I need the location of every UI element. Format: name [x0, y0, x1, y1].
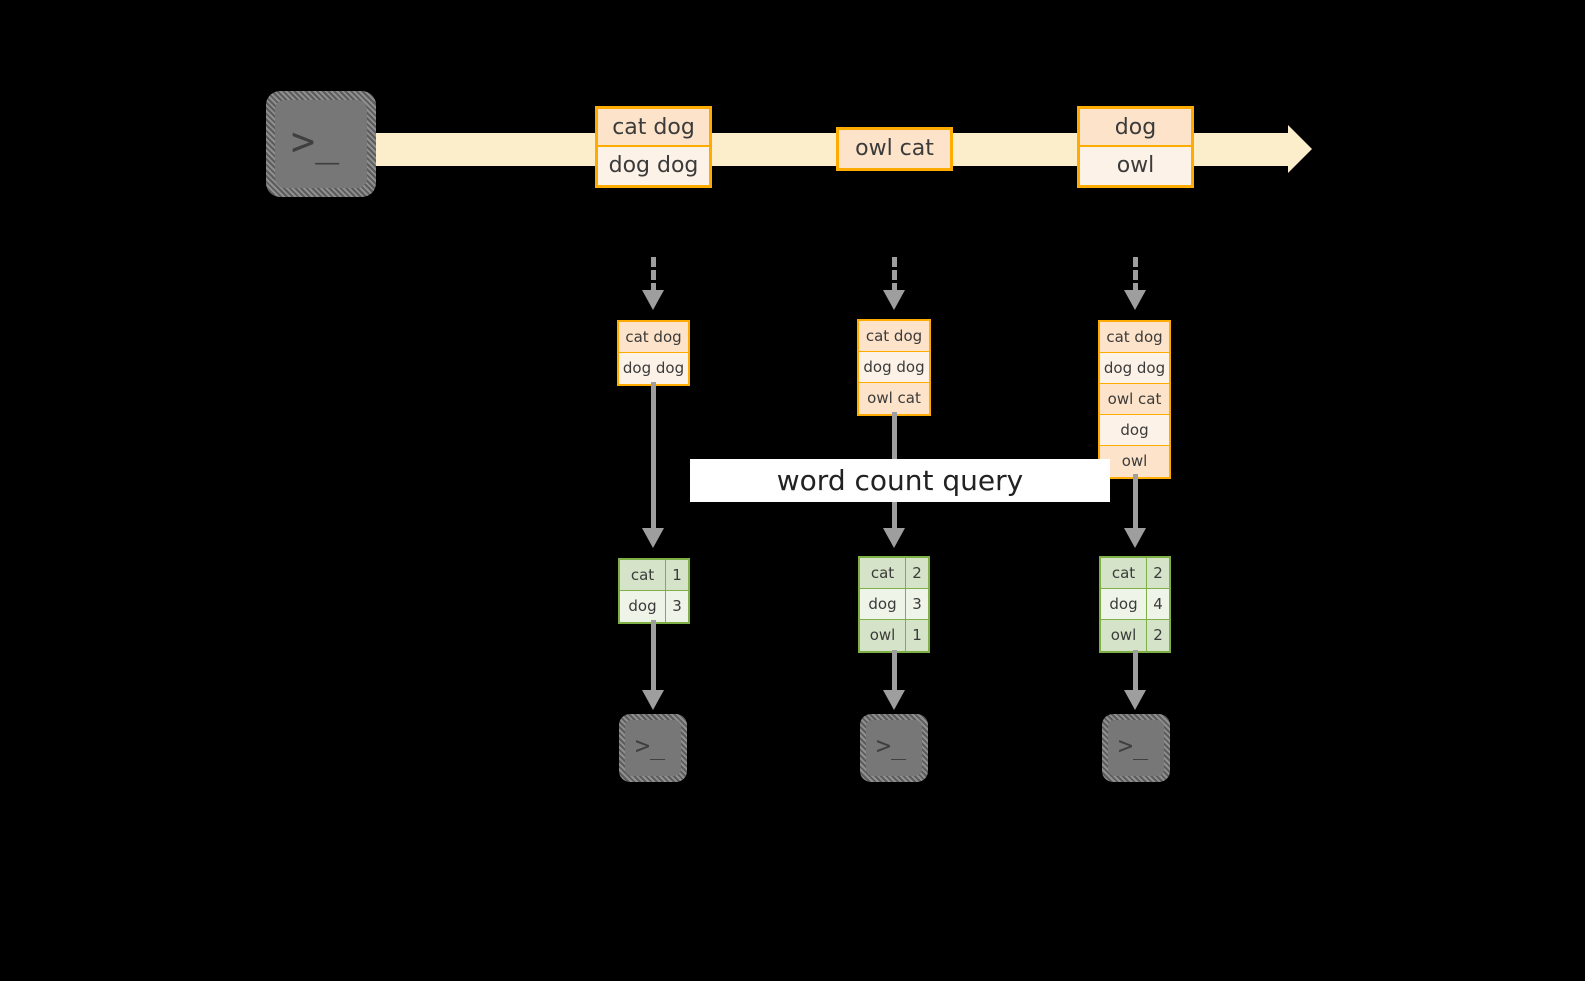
sink-terminal-icon-1[interactable]: >_ [619, 714, 687, 782]
stream-group-3: dog owl [1077, 106, 1194, 188]
stream-record: owl cat [839, 130, 950, 168]
stream-to-batch-arrowhead-3 [1124, 290, 1146, 310]
result-word: dog [860, 589, 906, 619]
stream-to-batch-connector-3 [1133, 257, 1138, 293]
batch-record: cat dog [1100, 322, 1169, 353]
stream-to-batch-arrowhead-1 [642, 290, 664, 310]
result-count: 2 [1153, 626, 1163, 644]
sink-terminal-icon-2[interactable]: >_ [860, 714, 928, 782]
batch-to-result-connector-3 [1133, 474, 1138, 532]
batch-box-2: cat dog dog dog owl cat [857, 319, 931, 416]
stream-record: owl [1080, 147, 1191, 185]
batch-record: dog dog [619, 353, 688, 384]
batch-record: cat dog [619, 322, 688, 353]
batch-to-result-arrowhead-2 [883, 528, 905, 548]
batch-to-result-arrowhead-1 [642, 528, 664, 548]
result-count: 4 [1153, 595, 1163, 613]
batch-record: owl cat [1100, 384, 1169, 415]
stream-group-2: owl cat [836, 127, 953, 171]
terminal-body: >_ [1108, 720, 1164, 776]
table-row: cat 2 [860, 558, 928, 589]
table-row: cat 1 [620, 560, 688, 591]
result-to-sink-connector-3 [1133, 650, 1138, 692]
stream-record: dog dog [598, 147, 709, 185]
result-word: dog [1101, 589, 1147, 619]
batch-record: owl [1100, 446, 1169, 477]
stream-to-batch-connector-1 [651, 257, 656, 293]
table-row: dog 4 [1101, 589, 1169, 620]
result-table-2: cat 2 dog 3 owl 1 [858, 556, 930, 653]
stream-record: cat dog [598, 109, 709, 147]
table-row: dog 3 [620, 591, 688, 622]
query-label-text: word count query [776, 464, 1024, 497]
result-word: cat [860, 558, 906, 588]
result-count: 1 [672, 566, 682, 584]
terminal-body: >_ [866, 720, 922, 776]
result-count: 3 [672, 597, 682, 615]
batch-to-result-connector-1 [651, 382, 656, 532]
result-to-sink-arrowhead-1 [642, 690, 664, 710]
terminal-prompt-glyph: >_ [1118, 731, 1149, 760]
sink-terminal-icon-3[interactable]: >_ [1102, 714, 1170, 782]
stream-to-batch-arrowhead-2 [883, 290, 905, 310]
terminal-prompt-glyph: >_ [291, 119, 340, 165]
table-row: owl 1 [860, 620, 928, 651]
table-row: owl 2 [1101, 620, 1169, 651]
result-word: owl [860, 620, 906, 651]
batch-box-3: cat dog dog dog owl cat dog owl [1098, 320, 1171, 479]
stream-record: dog [1080, 109, 1191, 147]
terminal-prompt-glyph: >_ [876, 731, 907, 760]
result-to-sink-connector-1 [651, 620, 656, 692]
result-word: cat [1101, 558, 1147, 588]
terminal-body: >_ [625, 720, 681, 776]
batch-record: dog dog [859, 352, 929, 383]
batch-record: dog [1100, 415, 1169, 446]
batch-record: owl cat [859, 383, 929, 414]
terminal-prompt-glyph: >_ [635, 731, 666, 760]
result-table-1: cat 1 dog 3 [618, 558, 690, 624]
table-row: dog 3 [860, 589, 928, 620]
result-word: cat [620, 560, 666, 590]
query-label: word count query [690, 459, 1110, 502]
result-table-3: cat 2 dog 4 owl 2 [1099, 556, 1171, 653]
batch-box-1: cat dog dog dog [617, 320, 690, 386]
stream-arrow-head [1288, 125, 1312, 173]
result-count: 3 [912, 595, 922, 613]
batch-record: dog dog [1100, 353, 1169, 384]
stream-group-1: cat dog dog dog [595, 106, 712, 188]
result-to-sink-arrowhead-2 [883, 690, 905, 710]
result-count: 1 [912, 626, 922, 644]
result-count: 2 [912, 564, 922, 582]
terminal-body: >_ [275, 100, 367, 188]
batch-record: cat dog [859, 321, 929, 352]
source-terminal-icon[interactable]: >_ [266, 91, 376, 197]
stream-to-batch-connector-2 [892, 257, 897, 293]
table-row: cat 2 [1101, 558, 1169, 589]
result-word: owl [1101, 620, 1147, 651]
result-count: 2 [1153, 564, 1163, 582]
batch-to-result-arrowhead-3 [1124, 528, 1146, 548]
result-word: dog [620, 591, 666, 622]
result-to-sink-arrowhead-3 [1124, 690, 1146, 710]
result-to-sink-connector-2 [892, 650, 897, 692]
